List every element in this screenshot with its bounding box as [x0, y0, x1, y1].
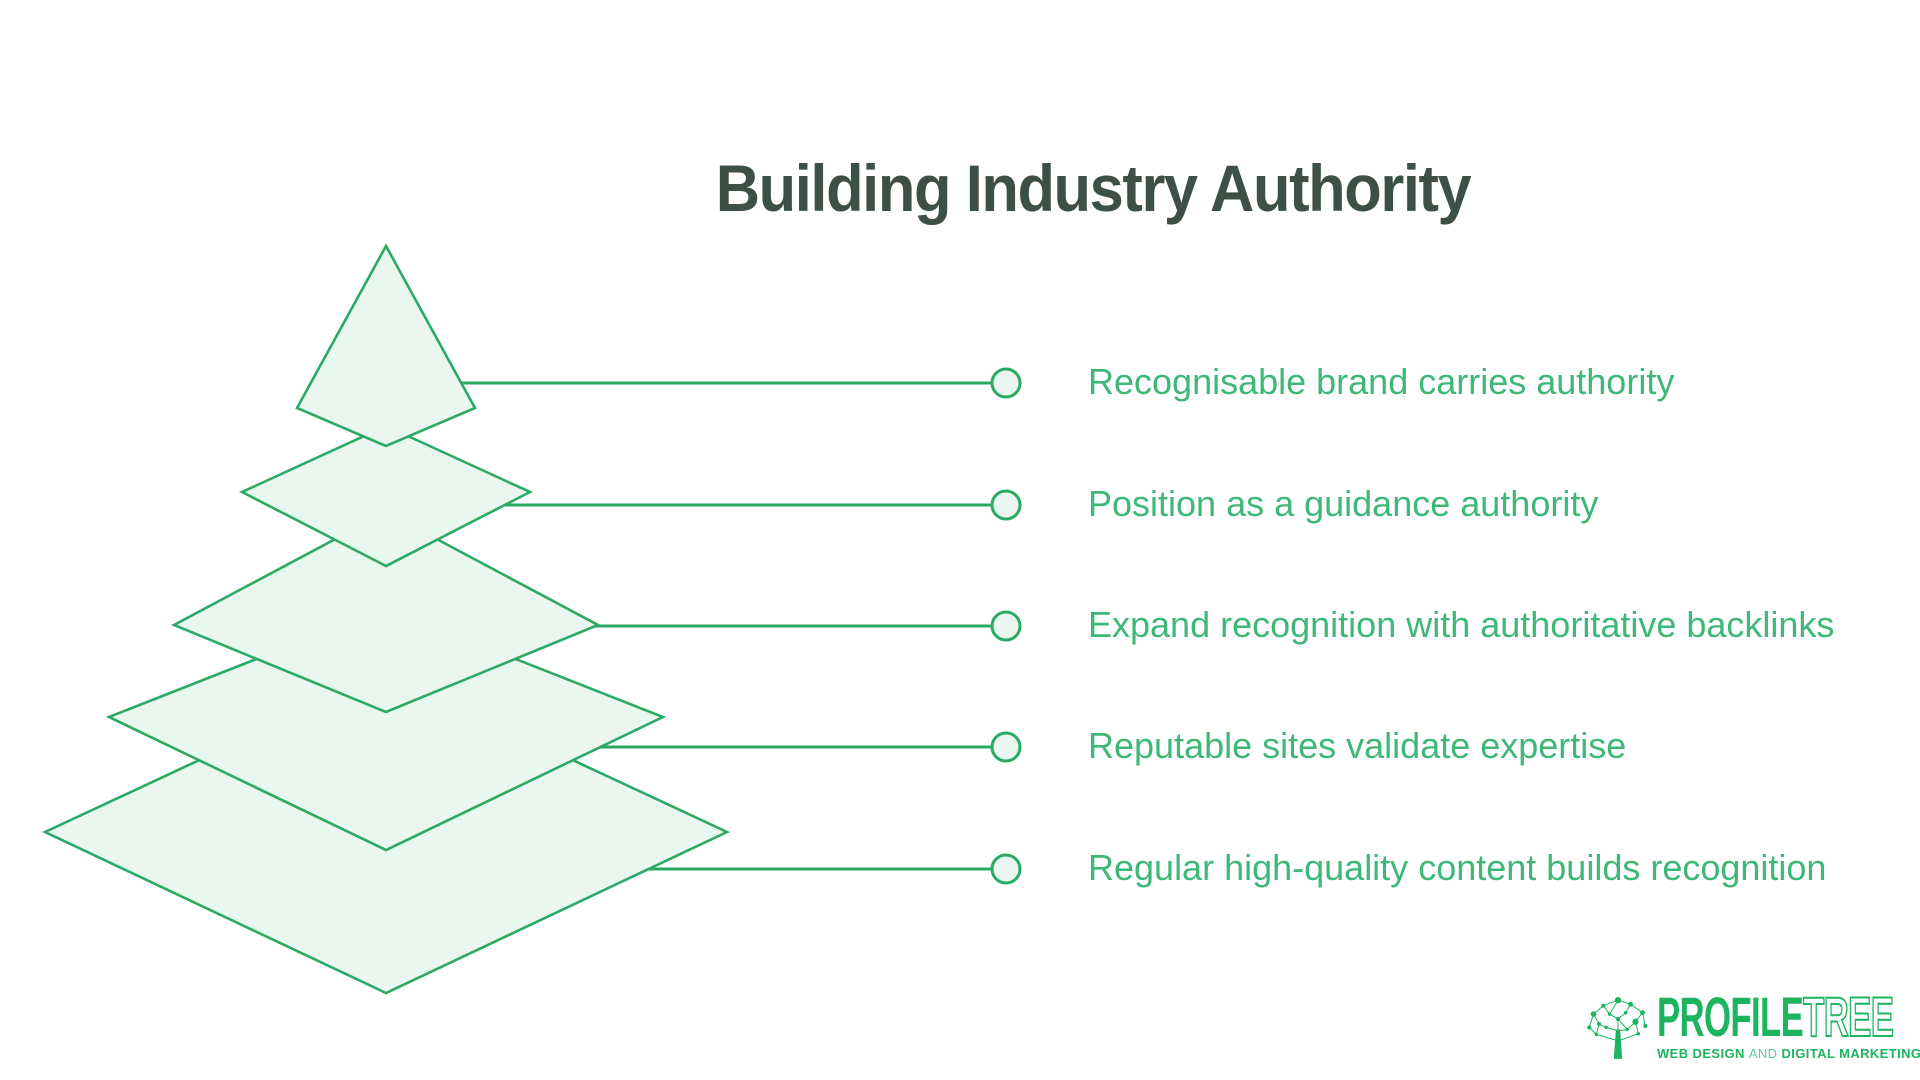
- item-label-4: Reputable sites validate expertise: [1088, 725, 1627, 767]
- item-bullet-circle-2: [990, 489, 1022, 521]
- wordmark-tree: TREE: [1803, 985, 1895, 1048]
- tagline-and: AND: [1748, 1045, 1778, 1061]
- item-bullet-circle-1: [990, 367, 1022, 399]
- item-label-3: Expand recognition with authoritative ba…: [1088, 604, 1835, 646]
- pyramid-level-3-diamond: [170, 510, 602, 714]
- item-bullet-circle-4: [990, 731, 1022, 763]
- profiletree-tagline: WEB DESIGN AND DIGITAL MARKETING: [1657, 1046, 1920, 1061]
- tagline-web-design: WEB DESIGN: [1657, 1045, 1745, 1061]
- profiletree-tree-icon: [1587, 996, 1648, 1059]
- pyramid-level-2-diamond: [239, 424, 533, 568]
- tagline-digital-marketing: DIGITAL MARKETING: [1781, 1045, 1920, 1061]
- item-label-5: Regular high-quality content builds reco…: [1088, 847, 1827, 889]
- pyramid-level-1-diamond: [295, 243, 477, 448]
- pyramid-level-4-diamond: [105, 606, 667, 852]
- profiletree-logo: PROFILETREE WEB DESIGN AND DIGITAL MARKE…: [1583, 988, 1920, 1061]
- item-bullet-circle-5: [990, 853, 1022, 885]
- item-label-2: Position as a guidance authority: [1088, 483, 1599, 525]
- wordmark-profile: PROFILE: [1657, 985, 1804, 1048]
- page-title: Building Industry Authority: [715, 151, 1472, 225]
- item-label-1: Recognisable brand carries authority: [1088, 361, 1675, 403]
- profiletree-wordmark: PROFILETREE: [1657, 988, 1894, 1046]
- item-bullet-circle-3: [990, 610, 1022, 642]
